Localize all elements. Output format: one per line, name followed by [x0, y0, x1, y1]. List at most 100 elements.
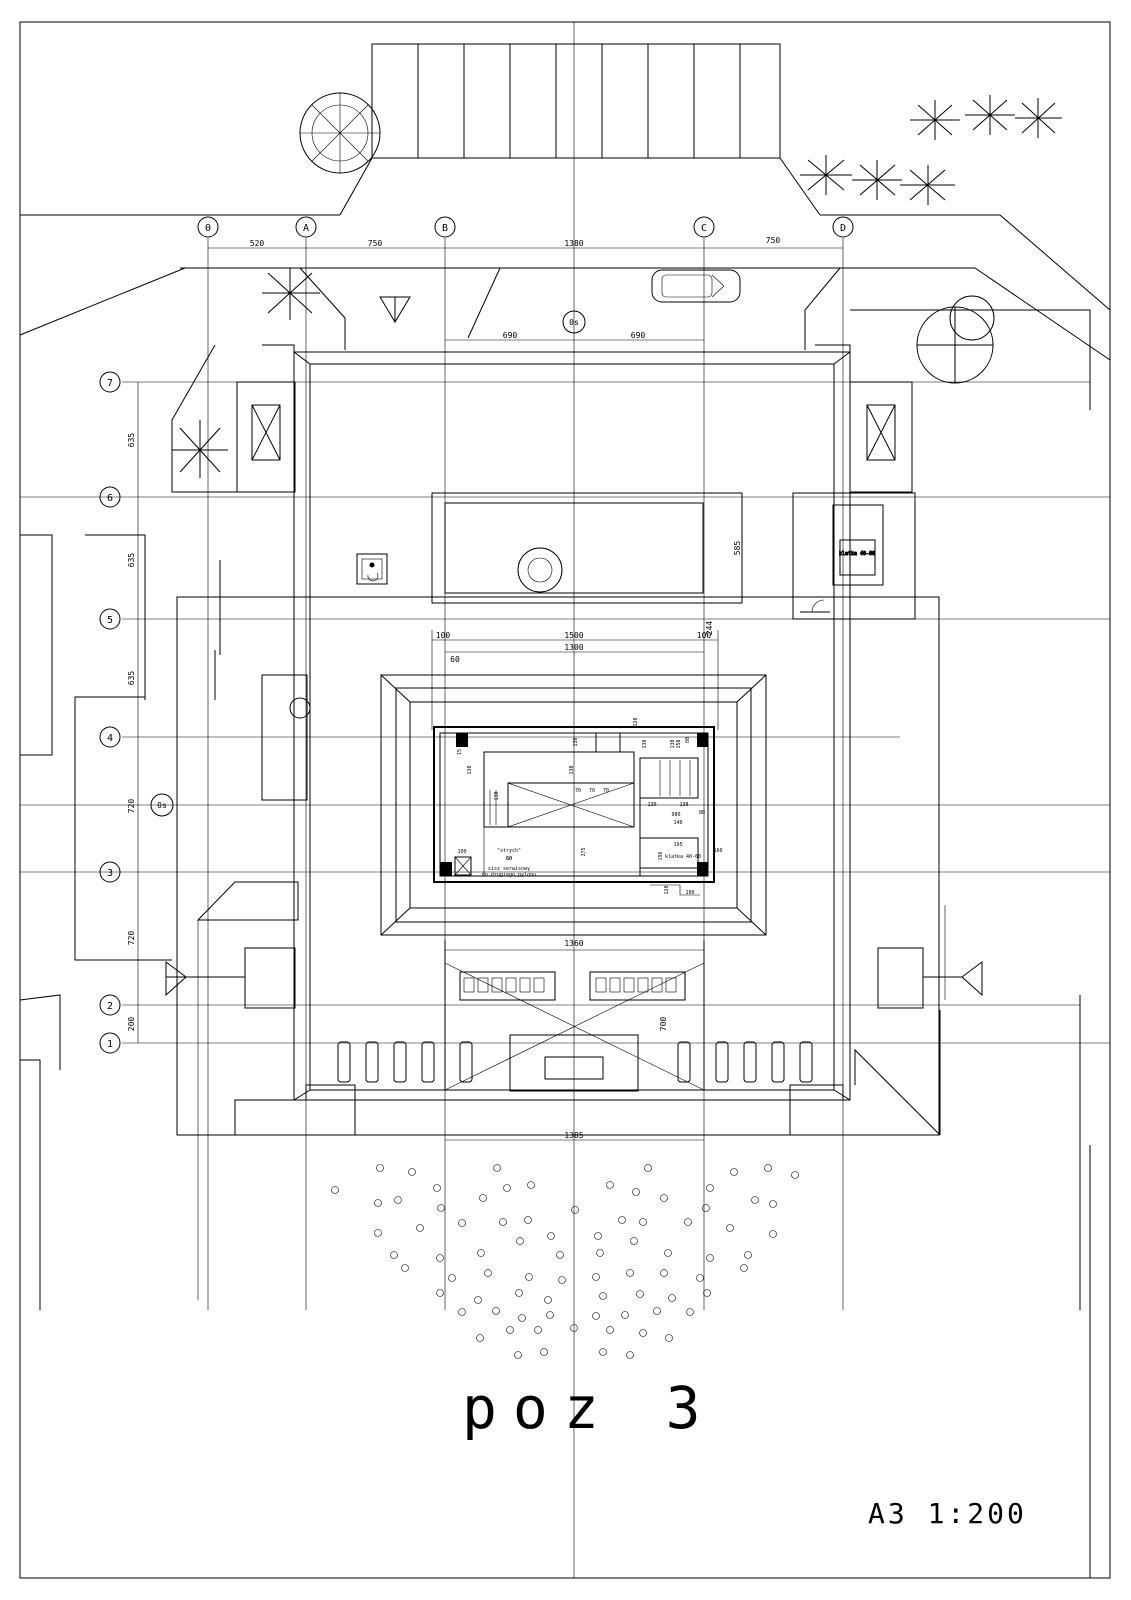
- planting-dot: [594, 1232, 602, 1240]
- plan-dimension-chain: 1500 1300 100 60 100 244: [431, 621, 719, 730]
- planting-dot: [696, 1274, 704, 1282]
- left-dimension-line: 635 635 635 720 720 200: [127, 382, 139, 1043]
- dim-750-left: 750: [368, 239, 383, 248]
- planting-dot: [726, 1224, 734, 1232]
- sheet-frame: [19, 21, 1111, 1579]
- planting-dot: [458, 1219, 466, 1227]
- dim-1385: 1385: [564, 1131, 583, 1140]
- planting-dot: [499, 1218, 507, 1226]
- dim-int-138: 138: [679, 802, 688, 808]
- planting-dot: [416, 1224, 424, 1232]
- dim-int-130-d: 130: [642, 739, 648, 748]
- dim-1380: 1380: [564, 239, 583, 248]
- planting-dot: [660, 1194, 668, 1202]
- site-paths-bottom: [234, 1048, 1091, 1578]
- planting-dot: [547, 1232, 555, 1240]
- planting-dot: [394, 1196, 402, 1204]
- planting-dot: [684, 1218, 692, 1226]
- planting-dot: [618, 1216, 626, 1224]
- planting-dot: [744, 1251, 752, 1259]
- service-note-2: do drugiego pylonu: [482, 872, 536, 878]
- planting-dot: [534, 1326, 542, 1334]
- planting-dot: [516, 1237, 524, 1245]
- dim-585: 585: [733, 541, 742, 556]
- dim-int-15: 15: [457, 749, 463, 755]
- grid-axes-vertical: [207, 22, 844, 1578]
- planting-dot: [621, 1311, 629, 1319]
- attic-height: 60: [506, 856, 512, 862]
- planting-dot: [626, 1351, 634, 1359]
- level-marker: 0s: [562, 310, 586, 334]
- planting-dot: [626, 1269, 634, 1277]
- dim-int-70-b: 70: [589, 788, 595, 794]
- level-marker-label: 0s: [157, 801, 167, 810]
- dim-635-c: 635: [127, 671, 136, 686]
- lower-wing: [444, 940, 705, 1092]
- planting-dot: [769, 1230, 777, 1238]
- axis-label-C: C: [701, 223, 707, 234]
- planting-dot: [571, 1206, 579, 1214]
- planting-dot: [525, 1273, 533, 1281]
- drawing-scale: A3 1:200: [868, 1497, 1027, 1530]
- dim-int-120-b: 120: [664, 885, 670, 894]
- building-outline: [176, 351, 940, 1136]
- shrub-group-icon: [800, 95, 1062, 205]
- planting-dot: [401, 1264, 409, 1272]
- axis-label-B: B: [442, 223, 448, 234]
- lift-tower: klatka 40-60: [792, 492, 916, 620]
- courtyard-planting: 585: [431, 492, 743, 604]
- dim-int-130-b: 130: [573, 737, 579, 746]
- planting-dot: [408, 1168, 416, 1176]
- planting-dot: [436, 1254, 444, 1262]
- planting-dot: [660, 1269, 668, 1277]
- planting-dot: [764, 1164, 772, 1172]
- planting-dot: [433, 1184, 441, 1192]
- planting-dot: [503, 1184, 511, 1192]
- upper-span-dims: 690 690: [445, 331, 704, 341]
- planting-dot: [331, 1186, 339, 1194]
- column-axis-markers: 0 A B C D: [197, 216, 854, 238]
- planting-dot: [506, 1326, 514, 1334]
- planting-dot: [769, 1200, 777, 1208]
- planting-dot: [544, 1296, 552, 1304]
- axis-label-3: 3: [107, 868, 113, 879]
- dim-int-130-a: 130: [467, 765, 473, 774]
- dim-1360: 1360: [564, 939, 583, 948]
- dim-int-130-c: 130: [569, 765, 575, 774]
- planting-field: [331, 1164, 799, 1359]
- axis-label-6: 6: [107, 493, 113, 504]
- lower-wing-dims: 1360 700 1385: [445, 939, 704, 1141]
- planting-dot: [374, 1199, 382, 1207]
- planting-dot: [703, 1289, 711, 1297]
- entrance-arrow-icon: [379, 296, 411, 323]
- dim-int-160: 160: [713, 848, 722, 854]
- stair-tower-right: [815, 344, 913, 493]
- dim-635-b: 635: [127, 553, 136, 568]
- dim-700: 700: [659, 1017, 668, 1032]
- planting-dot: [558, 1276, 566, 1284]
- planting-dot: [477, 1249, 485, 1257]
- planting-dot: [515, 1289, 523, 1297]
- bench-seating: [305, 1041, 844, 1135]
- planting-dot: [493, 1164, 501, 1172]
- planting-dot: [592, 1312, 600, 1320]
- planting-dot: [527, 1181, 535, 1189]
- planting-dot: [436, 1289, 444, 1297]
- planting-dot: [570, 1324, 578, 1332]
- dim-1500: 1500: [564, 631, 583, 640]
- planting-dot: [632, 1188, 640, 1196]
- dim-int-130-g: 130: [647, 802, 656, 808]
- dim-60-left: 60: [450, 655, 460, 664]
- planting-dot: [448, 1274, 456, 1282]
- left-planter: [261, 674, 311, 801]
- axis-label-A: A: [303, 223, 309, 234]
- level-marker: 0s: [150, 793, 174, 817]
- planting-dot: [665, 1334, 673, 1342]
- planting-dot: [686, 1308, 694, 1316]
- planting-dot: [546, 1311, 554, 1319]
- planting-dot: [706, 1184, 714, 1192]
- planting-dot: [524, 1216, 532, 1224]
- lift-label: klatka 40-60: [839, 551, 875, 557]
- planting-dot: [791, 1171, 799, 1179]
- planting-dot: [599, 1292, 607, 1300]
